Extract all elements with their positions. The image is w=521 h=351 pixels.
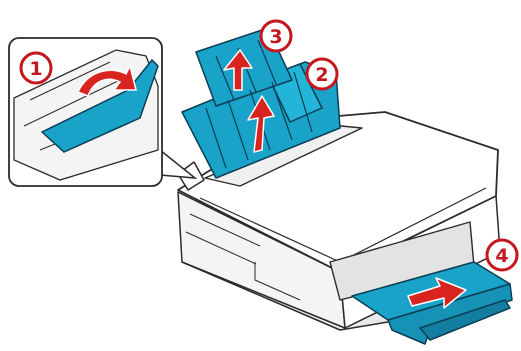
circled-number-icon xyxy=(259,19,293,53)
arrow-icon xyxy=(247,95,275,153)
step-label-4: 4 xyxy=(495,245,508,267)
output-tray xyxy=(351,261,513,345)
circled-number-icon xyxy=(485,238,519,272)
arrow-icon xyxy=(223,49,253,91)
arrows-paper-support xyxy=(223,49,275,153)
circled-number-icon xyxy=(305,57,339,91)
arrow-icon xyxy=(407,277,467,309)
tray-stopper xyxy=(419,299,511,341)
step-label-1: 1 xyxy=(29,58,42,80)
step-marker-2: 2 xyxy=(305,57,339,91)
step-label-3: 3 xyxy=(269,26,282,48)
step-label-2: 2 xyxy=(315,64,328,86)
curved-arrow-icon xyxy=(76,63,137,97)
step-marker-4: 4 xyxy=(485,238,519,272)
step-marker-1: 1 xyxy=(19,51,53,85)
circled-number-icon xyxy=(19,51,53,85)
inset-pointer xyxy=(159,149,198,179)
step-marker-3: 3 xyxy=(259,19,293,53)
